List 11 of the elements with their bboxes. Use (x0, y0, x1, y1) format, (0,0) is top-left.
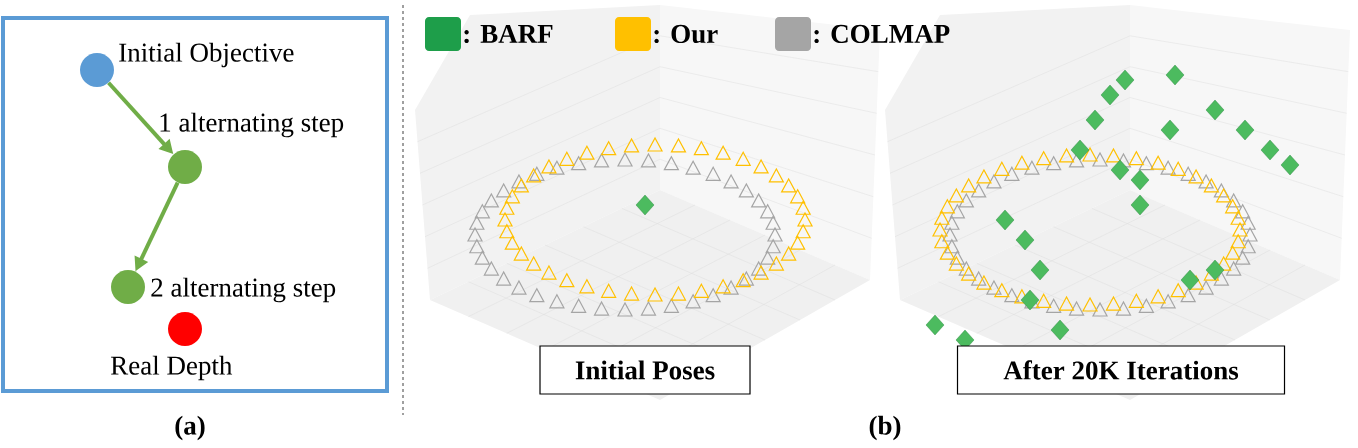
legend-label: : BARF (464, 24, 553, 44)
panel-label: (a) (175, 415, 205, 441)
panel-label: (b) (869, 415, 901, 441)
point-label: 1 alternating step (160, 112, 344, 138)
caption-box: After 20K Iterations (956, 345, 1286, 395)
point-label: Real Depth (111, 355, 233, 381)
legend-label: : COLMAP (814, 24, 950, 44)
legend-label: : Our (654, 24, 718, 44)
point-label: Initial Objective (119, 42, 294, 68)
caption-box: Initial Poses (539, 345, 751, 395)
point-label: 2 alternating step (151, 277, 336, 303)
